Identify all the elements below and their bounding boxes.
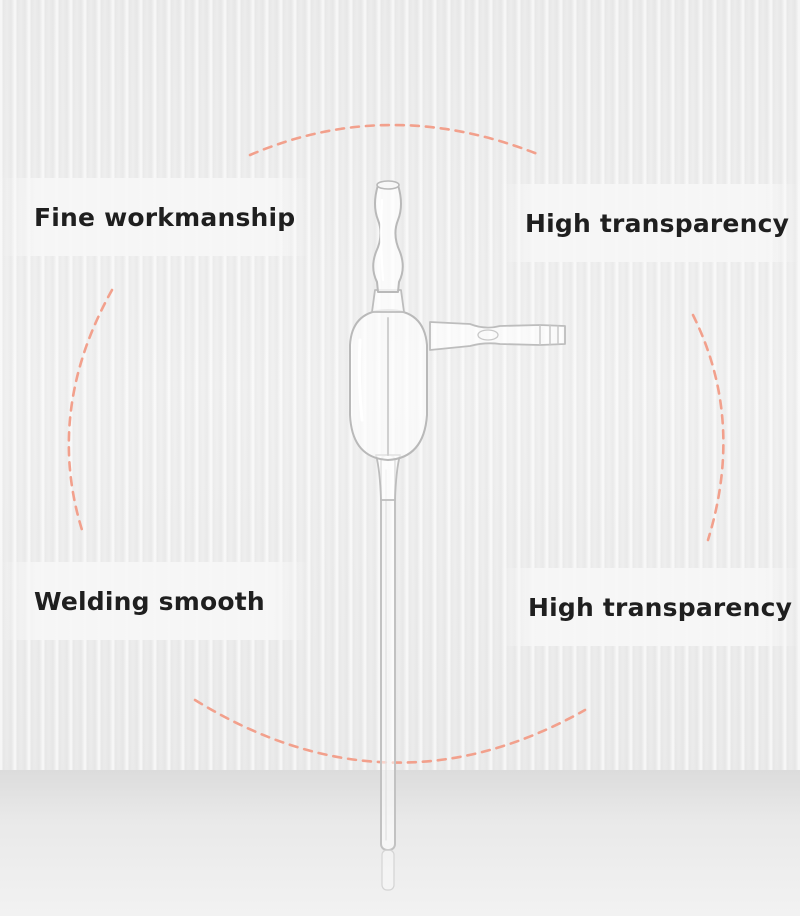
feature-text-fine-workmanship: Fine workmanship [34,202,296,232]
feature-text-welding-smooth: Welding smooth [34,586,265,616]
background-floor [0,770,800,916]
feature-text-high-transparency-top: High transparency [525,208,790,238]
feature-text-high-transparency-bottom: High transparency [528,592,793,622]
dashed-arc-bottom [193,698,587,764]
dashed-arc-right [691,313,725,542]
feature-label-bottom-right: High transparency [500,568,800,646]
dashed-arc-top [248,123,542,157]
feature-label-top-left: Fine workmanship [0,178,310,256]
feature-label-top-right: High transparency [500,184,800,262]
glass-distillation-adapter-icon [349,180,566,891]
feature-label-bottom-left: Welding smooth [0,562,310,640]
dashed-arc-left [67,288,114,532]
